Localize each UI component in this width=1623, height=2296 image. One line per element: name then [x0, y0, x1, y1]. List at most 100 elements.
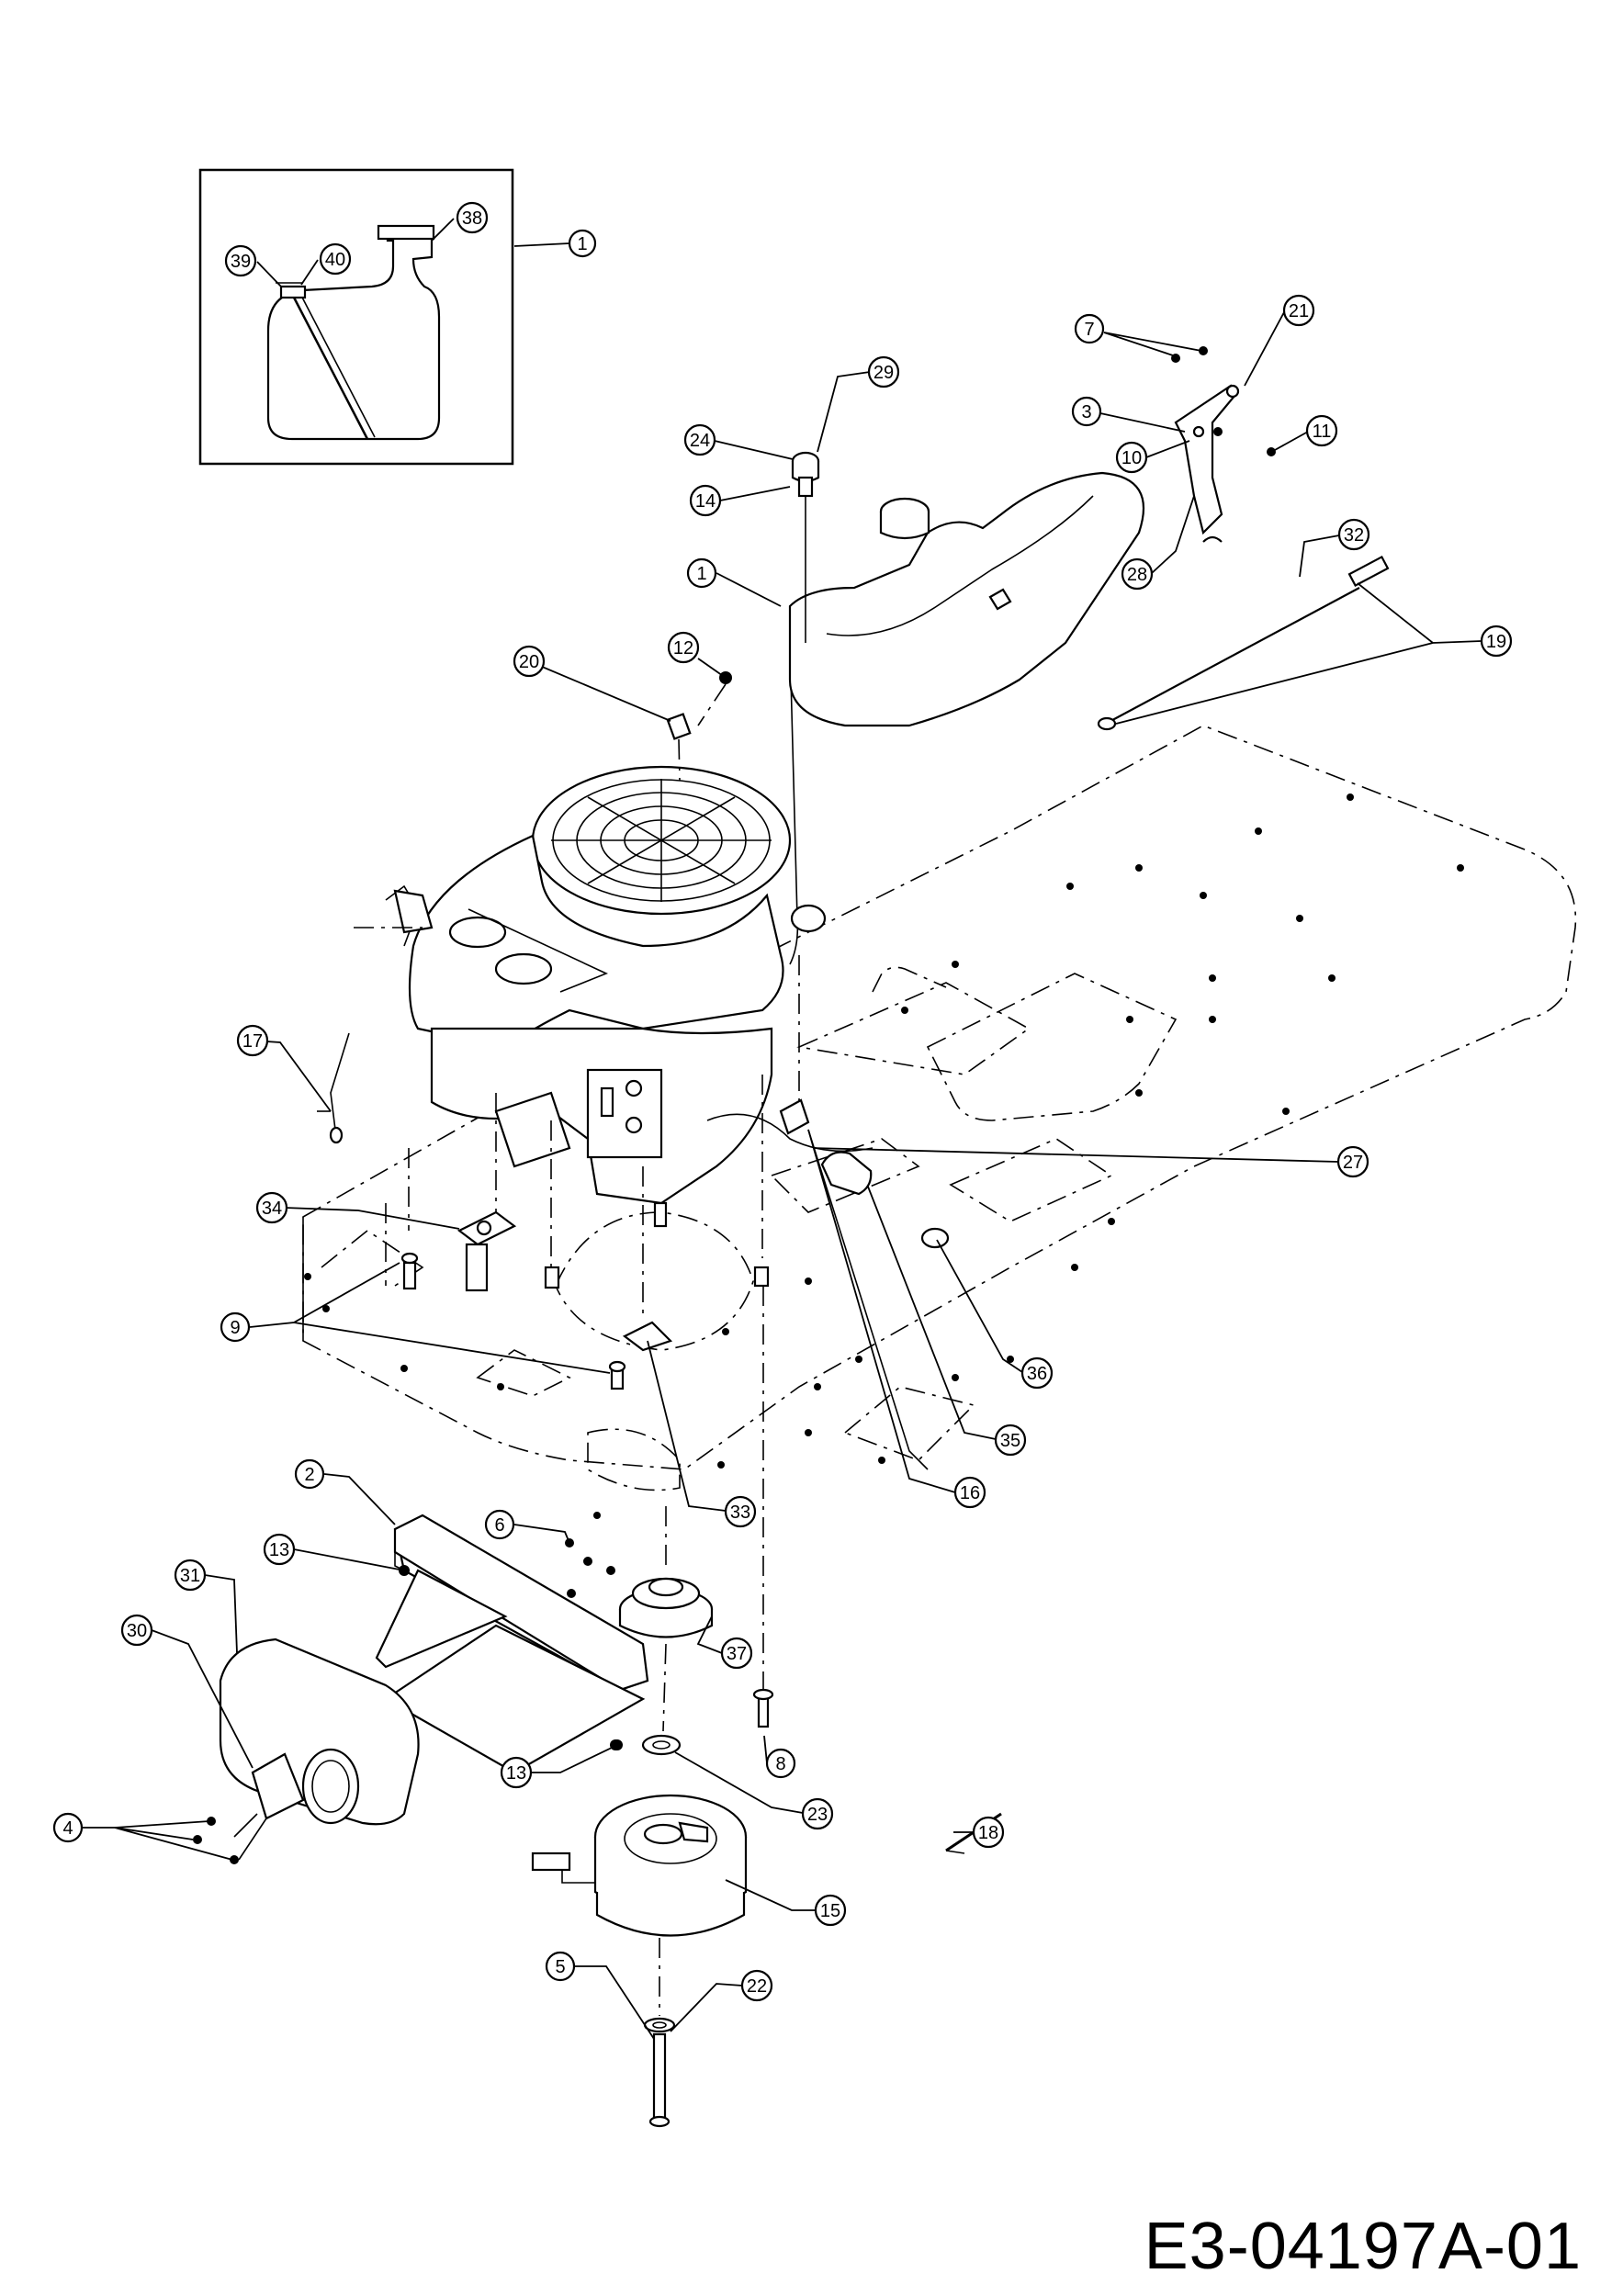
callout-10: 10 — [1115, 441, 1148, 474]
svg-text:7: 7 — [1084, 320, 1094, 340]
callout-1-inset: 1 — [568, 229, 597, 258]
svg-text:15: 15 — [820, 1901, 840, 1921]
callout-37: 37 — [720, 1637, 753, 1670]
callout-5: 5 — [545, 1951, 576, 1982]
wire-harness — [317, 1032, 350, 1144]
svg-text:35: 35 — [1000, 1431, 1020, 1451]
washer — [641, 1643, 682, 1756]
svg-text:4: 4 — [62, 1818, 73, 1839]
svg-text:36: 36 — [1027, 1364, 1047, 1384]
callout-7: 7 — [1074, 313, 1105, 344]
callout-39: 39 — [224, 244, 257, 277]
callout-34: 34 — [255, 1191, 288, 1224]
svg-text:31: 31 — [180, 1566, 200, 1586]
bolt — [752, 1286, 774, 1728]
callout-2: 2 — [294, 1458, 325, 1490]
callout-17: 17 — [236, 1024, 269, 1057]
callout-1: 1 — [686, 557, 717, 589]
callout-21: 21 — [1282, 294, 1315, 327]
callout-38: 38 — [456, 201, 489, 234]
callout-35: 35 — [994, 1424, 1027, 1457]
callout-32: 32 — [1337, 518, 1370, 551]
svg-text:40: 40 — [325, 250, 345, 270]
svg-text:12: 12 — [673, 638, 693, 658]
callout-15: 15 — [814, 1894, 847, 1927]
svg-text:9: 9 — [230, 1318, 240, 1338]
leader-lines — [83, 218, 1482, 2040]
svg-text:32: 32 — [1344, 525, 1364, 546]
svg-text:19: 19 — [1486, 632, 1506, 652]
callout-12: 12 — [667, 631, 700, 664]
svg-text:1: 1 — [696, 564, 706, 584]
svg-text:1: 1 — [577, 234, 587, 254]
callout-29: 29 — [867, 355, 900, 388]
fuel-cap-assembly — [791, 451, 820, 643]
svg-text:39: 39 — [231, 252, 251, 272]
callout-6: 6 — [484, 1509, 515, 1540]
svg-text:17: 17 — [242, 1031, 263, 1052]
callout-28: 28 — [1121, 557, 1154, 591]
callout-9: 9 — [220, 1311, 251, 1343]
svg-text:27: 27 — [1343, 1153, 1363, 1173]
svg-text:2: 2 — [304, 1465, 314, 1485]
muffler — [193, 1638, 420, 1864]
clutch-bolt — [643, 1938, 676, 2128]
callout-22: 22 — [740, 1969, 773, 2002]
callout-16: 16 — [953, 1476, 986, 1509]
callout-18: 18 — [972, 1816, 1005, 1849]
svg-text:20: 20 — [519, 652, 539, 672]
svg-text:30: 30 — [127, 1621, 147, 1641]
fuel-line — [706, 1098, 950, 1470]
svg-text:14: 14 — [695, 491, 716, 512]
svg-text:13: 13 — [269, 1540, 289, 1560]
callout-36: 36 — [1020, 1356, 1054, 1390]
nut — [610, 1739, 621, 1750]
callout-19: 19 — [1480, 625, 1513, 658]
callout-24: 24 — [683, 423, 716, 456]
fuel-tank — [788, 471, 1145, 727]
engine-mounting-hardware — [400, 1201, 770, 1390]
callout-31: 31 — [174, 1559, 207, 1592]
svg-text:37: 37 — [727, 1644, 747, 1664]
frame-deck-outline — [302, 725, 1577, 1519]
throttle-bracket — [1171, 346, 1276, 543]
svg-text:34: 34 — [262, 1199, 282, 1219]
svg-text:11: 11 — [1313, 422, 1332, 442]
svg-text:38: 38 — [462, 208, 482, 229]
svg-text:23: 23 — [807, 1805, 828, 1825]
callout-11: 11 — [1305, 414, 1338, 447]
callout-40: 40 — [319, 242, 352, 276]
svg-text:5: 5 — [555, 1957, 565, 1977]
svg-text:3: 3 — [1081, 402, 1091, 422]
callout-30: 30 — [120, 1614, 153, 1647]
callout-13-upper: 13 — [263, 1533, 296, 1566]
svg-text:10: 10 — [1121, 448, 1142, 468]
svg-text:21: 21 — [1289, 301, 1309, 321]
callout-20: 20 — [513, 645, 546, 678]
svg-text:18: 18 — [978, 1823, 998, 1843]
svg-text:33: 33 — [730, 1503, 750, 1523]
callout-13-lower: 13 — [500, 1756, 533, 1789]
svg-text:13: 13 — [506, 1763, 526, 1784]
svg-text:28: 28 — [1127, 565, 1147, 585]
callout-3: 3 — [1071, 396, 1102, 427]
svg-text:16: 16 — [960, 1483, 980, 1503]
pulley — [618, 1506, 714, 1638]
throttle-cable — [1097, 555, 1390, 731]
callout-27: 27 — [1336, 1145, 1369, 1178]
callout-23: 23 — [801, 1797, 834, 1830]
callout-8: 8 — [765, 1748, 796, 1779]
engine — [354, 642, 827, 1313]
svg-text:29: 29 — [873, 363, 894, 383]
svg-text:24: 24 — [690, 431, 710, 451]
callout-14: 14 — [689, 484, 722, 517]
svg-text:22: 22 — [747, 1976, 767, 1997]
callout-33: 33 — [724, 1495, 757, 1528]
clip-hardware — [666, 671, 732, 782]
drawing-code: E3-04197A-01 — [1144, 2210, 1582, 2283]
callout-4: 4 — [52, 1812, 84, 1843]
electric-clutch — [531, 1794, 748, 1937]
svg-text:8: 8 — [775, 1754, 785, 1774]
svg-text:6: 6 — [494, 1515, 504, 1536]
